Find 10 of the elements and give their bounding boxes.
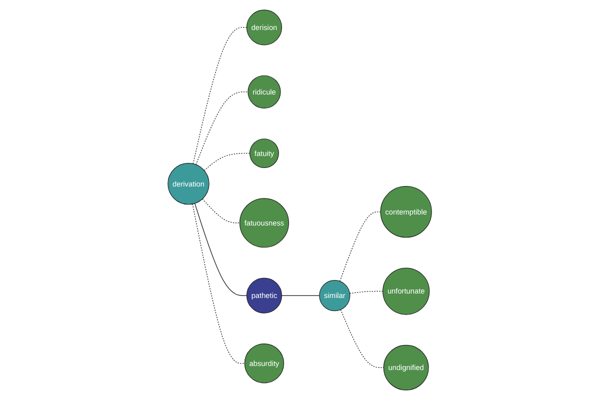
connector bbox=[194, 203, 248, 296]
connector bbox=[192, 204, 246, 364]
connector bbox=[196, 92, 249, 165]
connector bbox=[340, 309, 384, 368]
connector bbox=[202, 198, 240, 224]
connector bbox=[340, 211, 382, 282]
connector bbox=[282, 295, 320, 296]
connector bbox=[204, 152, 250, 171]
connector bbox=[350, 290, 384, 294]
connector bbox=[192, 27, 248, 164]
